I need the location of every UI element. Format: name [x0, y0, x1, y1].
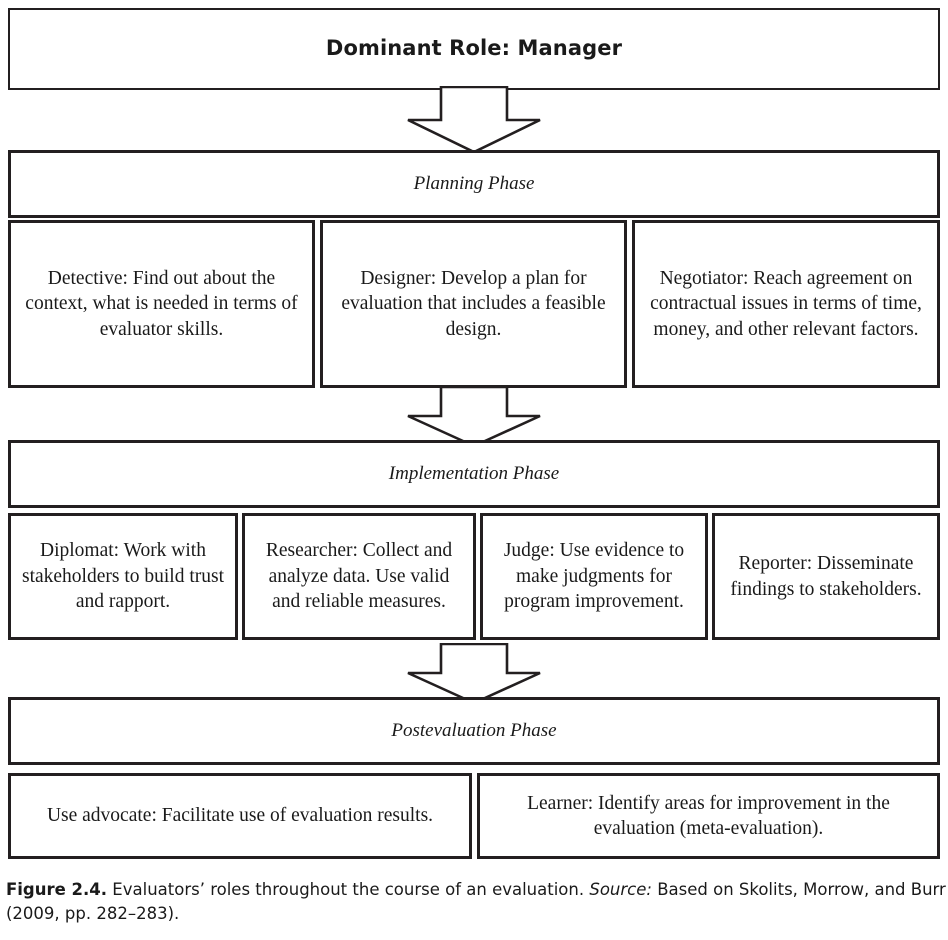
role-box-designer: Designer: Develop a plan for evaluation …	[320, 220, 627, 388]
down-arrow-icon	[406, 86, 542, 154]
figure-caption-source-label: Source:	[589, 880, 652, 899]
role-text: Designer: Develop a plan for evaluation …	[341, 267, 606, 340]
phase-banner-label: Implementation Phase	[388, 462, 560, 484]
phase-banner-postevaluation: Postevaluation Phase	[8, 697, 940, 765]
figure-caption-label: Figure 2.4.	[6, 880, 108, 899]
down-arrow-icon	[406, 386, 542, 448]
role-text: Detective: Find out about the context, w…	[25, 267, 298, 340]
role-box-use-advocate: Use advocate: Facilitate use of evaluati…	[8, 773, 472, 859]
role-text: Researcher: Collect and analyze data. Us…	[265, 540, 453, 613]
dominant-role-title-box: Dominant Role: Manager	[8, 8, 940, 90]
role-text: Judge: Use evidence to make judgments fo…	[503, 540, 685, 613]
figure-caption-text: Evaluators’ roles throughout the course …	[107, 880, 590, 899]
page-title: Dominant Role: Manager	[325, 36, 623, 61]
role-box-diplomat: Diplomat: Work with stakeholders to buil…	[8, 513, 238, 640]
figure-caption-source-text: Based on Skolits, Morrow, and Burr (2009…	[6, 880, 946, 924]
phase-banner-label: Planning Phase	[413, 172, 535, 194]
role-box-detective: Detective: Find out about the context, w…	[8, 220, 315, 388]
role-box-judge: Judge: Use evidence to make judgments fo…	[480, 513, 708, 640]
role-box-learner: Learner: Identify areas for improvement …	[477, 773, 940, 859]
role-box-researcher: Researcher: Collect and analyze data. Us…	[242, 513, 476, 640]
role-text: Use advocate: Facilitate use of evaluati…	[46, 805, 434, 827]
role-box-negotiator: Negotiator: Reach agreement on contractu…	[632, 220, 940, 388]
role-text: Learner: Identify areas for improvement …	[527, 792, 890, 839]
role-text: Negotiator: Reach agreement on contractu…	[650, 267, 922, 340]
figure-caption: Figure 2.4. Evaluators’ roles throughout…	[6, 878, 946, 927]
role-text: Reporter: Disseminate findings to stakeh…	[730, 553, 922, 600]
down-arrow-icon	[406, 643, 542, 705]
role-box-reporter: Reporter: Disseminate findings to stakeh…	[712, 513, 940, 640]
phase-banner-planning: Planning Phase	[8, 150, 940, 218]
role-text: Diplomat: Work with stakeholders to buil…	[21, 540, 225, 613]
phase-banner-label: Postevaluation Phase	[391, 719, 557, 741]
phase-banner-implementation: Implementation Phase	[8, 440, 940, 508]
